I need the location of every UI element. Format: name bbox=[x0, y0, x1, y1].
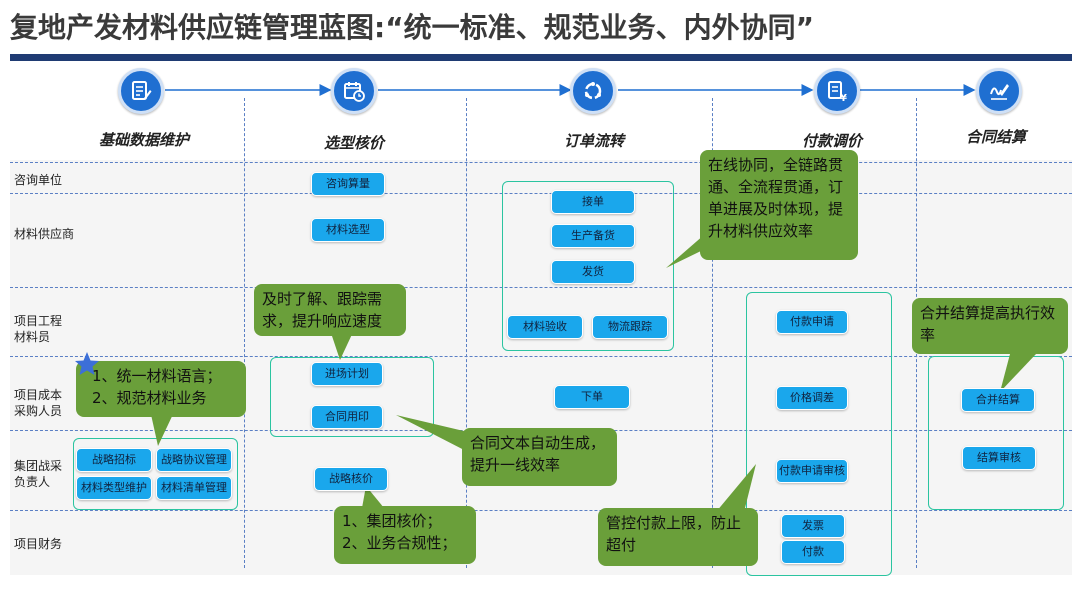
stage-label-selection-pricing: 选型核价 bbox=[323, 134, 384, 152]
callout-payment-cap: 管控付款上限，防止超付 bbox=[598, 508, 758, 566]
stage-divider bbox=[466, 98, 467, 568]
signature-pen-icon bbox=[976, 68, 1022, 114]
settlement-group bbox=[928, 356, 1064, 510]
star-icon bbox=[75, 352, 99, 375]
box-production-stock[interactable]: 生产备货 bbox=[551, 224, 635, 248]
row-label-project-material: 项目工程 材料员 bbox=[14, 314, 63, 344]
stage-label-payment-adjust: 付款调价 bbox=[801, 132, 862, 150]
lane-divider bbox=[10, 193, 1072, 194]
box-group-pricing[interactable]: 战略核价 bbox=[314, 467, 388, 491]
stage-label-order-flow: 订单流转 bbox=[563, 132, 624, 150]
tracking-group bbox=[270, 357, 434, 437]
box-settlement-review[interactable]: 结算审核 bbox=[962, 446, 1036, 470]
order-flow-group bbox=[502, 181, 674, 351]
document-edit-icon bbox=[118, 68, 164, 114]
box-price-adjust[interactable]: 价格调差 bbox=[776, 386, 848, 410]
title-underline bbox=[10, 54, 1072, 61]
box-material-list[interactable]: 材料清单管理 bbox=[156, 476, 232, 500]
box-material-type[interactable]: 材料类型维护 bbox=[76, 476, 152, 500]
callout-unified-language: 1、统一材料语言； 2、规范材料业务 bbox=[76, 361, 246, 417]
stage-label-contract-settlement: 合同结算 bbox=[965, 128, 1026, 146]
stage-label-basic-data: 基础数据维护 bbox=[98, 131, 189, 149]
lane-divider bbox=[10, 510, 1072, 511]
box-invoice[interactable]: 发票 bbox=[781, 514, 845, 538]
page-title: 复地产发材料供应链管理蓝图:“统一标准、规范业务、内外协同” bbox=[10, 11, 815, 44]
box-entry-plan[interactable]: 进场计划 bbox=[311, 362, 383, 386]
payment-group bbox=[746, 292, 892, 576]
row-label-project-cost: 项目成本 采购人员 bbox=[14, 388, 63, 418]
box-payment-request[interactable]: 付款申请 bbox=[776, 310, 848, 334]
stage-divider bbox=[244, 98, 245, 568]
cycle-arrows-icon bbox=[570, 68, 616, 114]
box-logistics-tracking[interactable]: 物流跟踪 bbox=[592, 315, 668, 339]
callout-contract-auto: 合同文本自动生成，提升一线效率 bbox=[462, 428, 617, 486]
basic-data-group bbox=[73, 438, 238, 510]
box-ship[interactable]: 发货 bbox=[551, 260, 635, 284]
row-label-group-procurement: 集团战采 负责人 bbox=[14, 459, 63, 489]
box-material-selection[interactable]: 材料选型 bbox=[311, 218, 385, 242]
svg-text:¥: ¥ bbox=[840, 93, 847, 102]
box-receive-order[interactable]: 接单 bbox=[551, 190, 635, 214]
box-payment[interactable]: 付款 bbox=[781, 540, 845, 564]
box-merge-settlement[interactable]: 合并结算 bbox=[961, 388, 1035, 412]
box-contract-print[interactable]: 合同用印 bbox=[311, 405, 383, 429]
row-label-consultant: 咨询单位 bbox=[14, 173, 63, 187]
box-payment-review[interactable]: 付款申请审核 bbox=[776, 459, 848, 483]
callout-group-pricing: 1、集团核价； 2、业务合规性； bbox=[334, 506, 476, 564]
lane-divider bbox=[10, 162, 1072, 163]
row-label-finance: 项目财务 bbox=[14, 537, 63, 551]
box-material-acceptance[interactable]: 材料验收 bbox=[507, 315, 583, 339]
row-label-supplier: 材料供应商 bbox=[14, 227, 75, 241]
lane-divider bbox=[10, 287, 1072, 288]
callout-order-collaboration: 在线协同，全链路贯通、全流程贯通，订单进展及时体现，提升材料供应效率 bbox=[700, 150, 858, 260]
callout-tracking: 及时了解、跟踪需求，提升响应速度 bbox=[254, 284, 406, 336]
callout-merge-settlement: 合并结算提高执行效率 bbox=[912, 298, 1068, 354]
invoice-yen-icon: ¥ bbox=[814, 68, 860, 114]
lane-divider bbox=[10, 356, 1072, 357]
stage-divider bbox=[712, 98, 713, 568]
box-consult-calc[interactable]: 咨询算量 bbox=[311, 172, 385, 196]
box-strategic-bid[interactable]: 战略招标 bbox=[76, 448, 152, 472]
box-place-order[interactable]: 下单 bbox=[554, 385, 630, 409]
box-strategic-agreement[interactable]: 战略协议管理 bbox=[156, 448, 232, 472]
calendar-clock-icon bbox=[331, 68, 377, 114]
